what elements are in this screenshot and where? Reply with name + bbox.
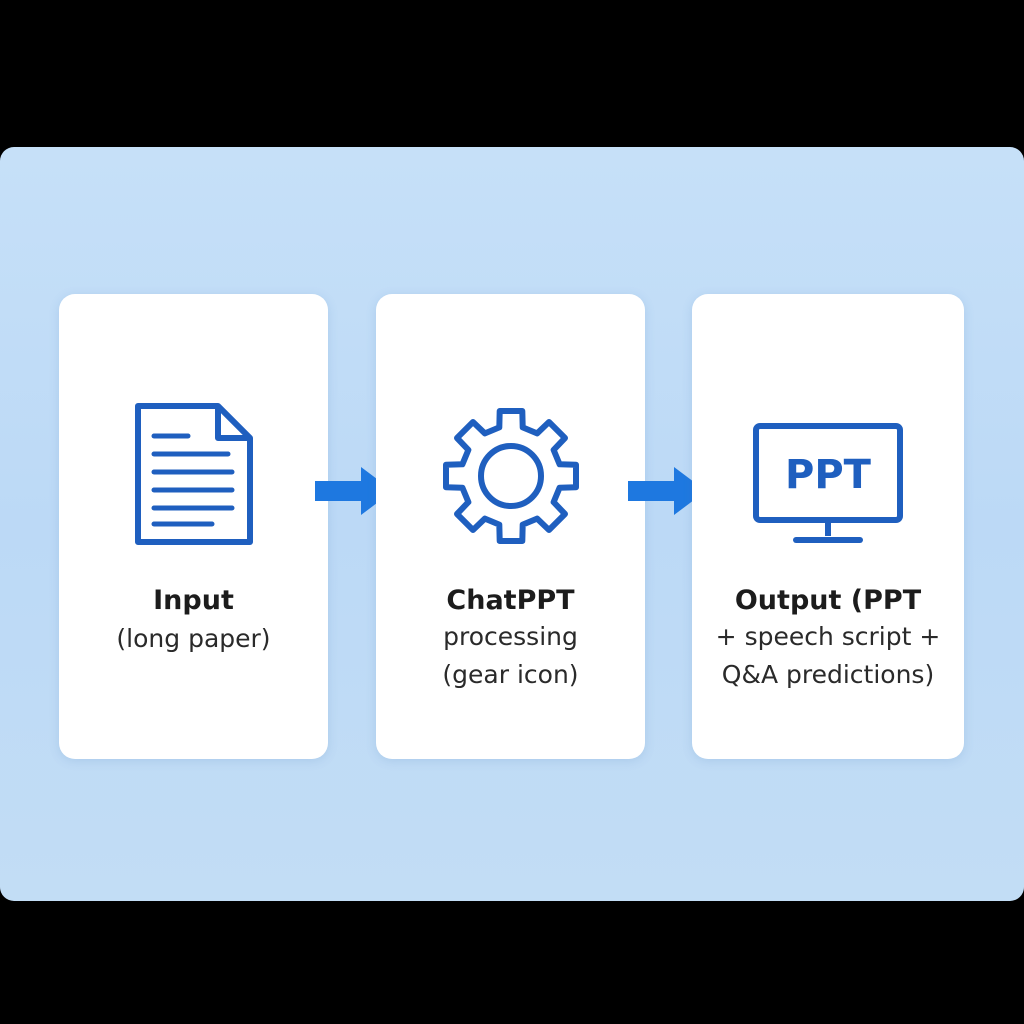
monitor-icon: PPT: [692, 422, 964, 548]
step-subtitle: + speech script + Q&A predictions): [692, 618, 964, 694]
step-card-input: Input (long paper): [59, 294, 328, 759]
step-title: ChatPPT: [446, 585, 575, 616]
step-title: Output (PPT: [734, 585, 922, 616]
step-subtitle: processing (gear icon): [376, 618, 645, 694]
step-subtitle-line: (gear icon): [442, 660, 579, 689]
document-icon: [59, 402, 328, 548]
monitor-label: PPT: [785, 452, 872, 498]
step-card-processing: ChatPPT processing (gear icon): [376, 294, 645, 759]
step-subtitle-line: (long paper): [116, 624, 271, 653]
step-subtitle: (long paper): [59, 620, 328, 658]
step-card-output: PPT Output (PPT + speech script + Q&A pr…: [692, 294, 964, 759]
gear-outline: [442, 408, 579, 544]
step-title: Input: [153, 585, 234, 616]
step-subtitle-line: Q&A predictions): [721, 660, 935, 689]
step-subtitle-line: + speech script +: [715, 622, 941, 651]
step-subtitle-line: processing: [443, 622, 578, 651]
gear-icon: [376, 404, 645, 548]
arrow-right-icon: [313, 463, 397, 523]
arrow-right-icon: [626, 463, 710, 523]
